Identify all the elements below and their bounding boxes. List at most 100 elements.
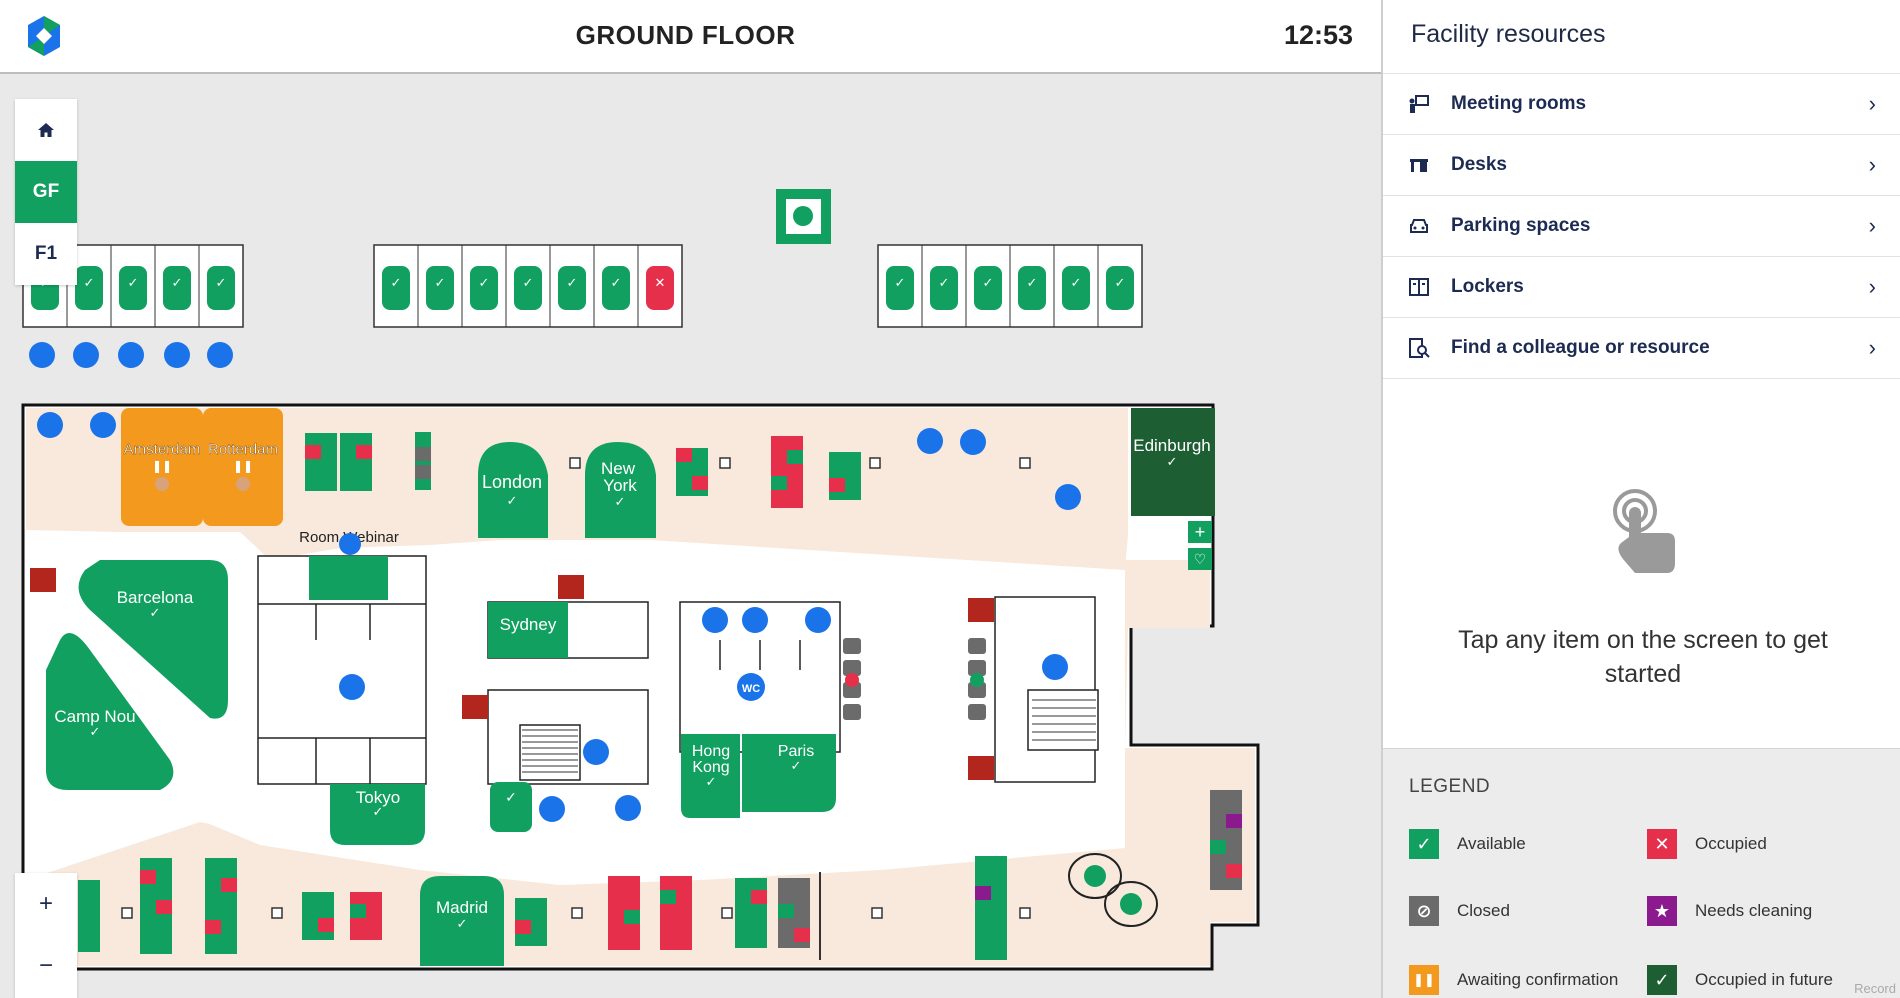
top-bar: GROUND FLOOR 12:53 xyxy=(0,0,1381,74)
facility-icons xyxy=(37,412,1081,822)
room-london-label: London xyxy=(482,472,542,492)
check-icon: ✓ xyxy=(983,275,994,290)
room-camp-nou-label: Camp Nou xyxy=(54,707,135,726)
beige-area-top xyxy=(26,408,1128,570)
floor-selector: GF F1 xyxy=(15,99,77,285)
svg-text:✓: ✓ xyxy=(615,494,626,509)
parking-spot[interactable] xyxy=(646,266,674,310)
parking-spot[interactable] xyxy=(930,266,958,310)
cross-icon: ✕ xyxy=(655,275,666,290)
check-icon: ✓ xyxy=(84,275,95,290)
desk-clusters xyxy=(305,432,861,508)
check-icon: ✓ xyxy=(479,275,490,290)
parking-spot[interactable] xyxy=(558,266,586,310)
room-sydney-label: Sydney xyxy=(500,615,557,634)
menu-item-meeting-rooms[interactable]: Meeting rooms › xyxy=(1383,74,1900,135)
floor-plan-svg[interactable]: Amsterdam Rotterdam ❚❚ ❚❚ London ✓ New Y… xyxy=(0,76,1381,998)
lockers-column xyxy=(843,638,986,720)
room-webinar xyxy=(309,556,388,600)
room-london xyxy=(478,442,548,538)
legend-item-occupied: ✕ Occupied xyxy=(1647,829,1767,859)
room-new-york xyxy=(585,442,656,538)
legend-label: Available xyxy=(1457,834,1526,853)
menu-item-desks[interactable]: Desks › xyxy=(1383,135,1900,196)
parking-spot[interactable] xyxy=(602,266,630,310)
check-icon: ✓ xyxy=(523,275,534,290)
check-icon: ✓ xyxy=(1409,829,1439,859)
room-edinburgh-label: Edinburgh xyxy=(1133,436,1211,455)
menu-item-label: Lockers xyxy=(1451,276,1524,297)
room-barcelona-label: Barcelona xyxy=(117,588,194,607)
room-sydney xyxy=(488,602,568,658)
room-tokyo xyxy=(330,784,425,845)
check-icon: ✓ xyxy=(939,275,950,290)
svg-text:✓: ✓ xyxy=(507,493,518,508)
menu-item-label: Meeting rooms xyxy=(1451,93,1587,114)
parking-spot[interactable] xyxy=(514,266,542,310)
check-icon: ✓ xyxy=(216,275,227,290)
parking-spot[interactable] xyxy=(119,266,147,310)
legend-label: Closed xyxy=(1457,901,1510,920)
menu-item-parking-spaces[interactable]: Parking spaces › xyxy=(1383,196,1900,257)
parking-spot[interactable] xyxy=(974,266,1002,310)
legend-item-available: ✓ Available xyxy=(1409,829,1526,859)
parking-spot[interactable] xyxy=(163,266,191,310)
svg-text:✓: ✓ xyxy=(90,724,101,739)
zoom-out-button[interactable]: − xyxy=(38,952,53,979)
legend-item-occupied-in-future: ✓ Occupied in future xyxy=(1647,965,1833,995)
svg-text:Kong: Kong xyxy=(692,759,729,776)
parking-spot[interactable] xyxy=(470,266,498,310)
cross-icon: ✕ xyxy=(1647,829,1677,859)
tap-icon xyxy=(1613,489,1675,573)
room-tokyo-label: Tokyo xyxy=(356,788,400,807)
menu-item-find-colleague[interactable]: Find a colleague or resource › xyxy=(1383,318,1900,379)
room-edinburgh xyxy=(1131,408,1215,516)
brand-logo xyxy=(28,16,60,56)
parking-spot[interactable] xyxy=(75,266,103,310)
parking-spot[interactable] xyxy=(1062,266,1090,310)
parking-spot[interactable] xyxy=(886,266,914,310)
svg-text:✓: ✓ xyxy=(505,789,517,805)
parking-spot[interactable] xyxy=(207,266,235,310)
menu-item-label: Find a colleague or resource xyxy=(1451,337,1710,358)
wc-label: WC xyxy=(742,683,760,695)
check-icon: ✓ xyxy=(1115,275,1126,290)
parking-spot[interactable] xyxy=(1018,266,1046,310)
menu-item-label: Parking spaces xyxy=(1451,215,1591,236)
chevron-right-icon: › xyxy=(1868,152,1876,177)
check-icon: ✓ xyxy=(435,275,446,290)
ban-icon: ⊘ xyxy=(1409,896,1439,926)
legend: LEGEND ✓ Available ✕ Occupied ⊘ Closed ★… xyxy=(1383,748,1900,998)
star-icon: ★ xyxy=(1647,896,1677,926)
floor-button-gf[interactable]: GF xyxy=(15,161,77,223)
floor-map[interactable]: Amsterdam Rotterdam ❚❚ ❚❚ London ✓ New Y… xyxy=(0,76,1381,998)
parking-row-2 xyxy=(373,244,683,328)
fire-equipment-icons xyxy=(30,568,994,780)
chevron-right-icon: › xyxy=(1868,213,1876,238)
home-button[interactable] xyxy=(15,99,77,161)
room-madrid-label: Madrid xyxy=(436,898,488,917)
pause-icon: ❚❚ xyxy=(1409,965,1439,995)
legend-label: Needs cleaning xyxy=(1695,901,1813,920)
zoom-in-button[interactable]: + xyxy=(38,890,53,917)
check-icon: ✓ xyxy=(611,275,622,290)
check-icon: ✓ xyxy=(567,275,578,290)
svg-text:♡: ♡ xyxy=(1194,551,1207,567)
legend-item-closed: ⊘ Closed xyxy=(1409,896,1510,926)
svg-text:❚❚: ❚❚ xyxy=(233,459,253,473)
parking-spot[interactable] xyxy=(382,266,410,310)
check-icon: ✓ xyxy=(1647,965,1677,995)
legend-title: LEGEND xyxy=(1409,776,1491,797)
floor-button-f1[interactable]: F1 xyxy=(34,243,58,264)
svg-text:✓: ✓ xyxy=(791,758,802,773)
menu-item-lockers[interactable]: Lockers › xyxy=(1383,257,1900,318)
car-icon xyxy=(1407,214,1431,238)
room-barcelona xyxy=(78,560,228,719)
parking-spot[interactable] xyxy=(426,266,454,310)
room-madrid xyxy=(420,876,504,966)
parking-spot[interactable] xyxy=(1106,266,1134,310)
check-icon: ✓ xyxy=(1027,275,1038,290)
svg-text:Hong: Hong xyxy=(692,743,730,760)
room-rotterdam xyxy=(203,408,283,526)
clock: 12:53 xyxy=(1283,20,1353,50)
